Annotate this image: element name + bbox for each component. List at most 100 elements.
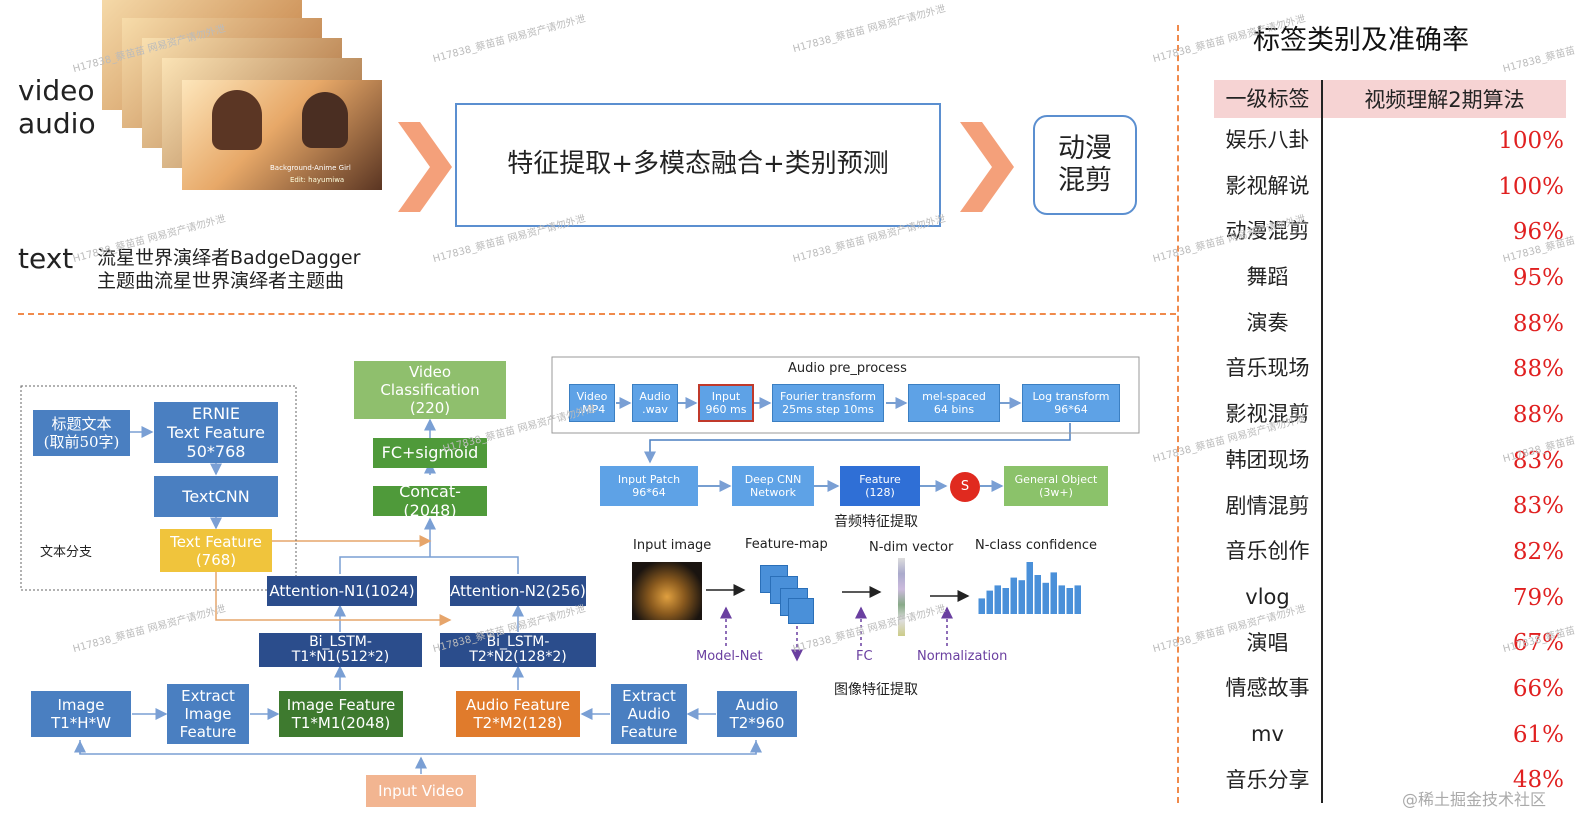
chevron-right-icon xyxy=(398,122,452,212)
row-value: 48% xyxy=(1512,767,1564,794)
attention-n1-node: Attention-N1(1024) xyxy=(267,576,417,606)
table-row: 音乐分享 48% xyxy=(1214,757,1566,804)
row-value: 88% xyxy=(1512,401,1564,428)
audio-line-1: Audio xyxy=(735,696,779,714)
histogram-bar xyxy=(1058,585,1065,614)
audio-step-line: mel-spaced xyxy=(922,389,986,403)
histogram-bar xyxy=(1010,577,1017,614)
audio-node: Audio T2*960 xyxy=(717,691,797,737)
vertical-divider xyxy=(1177,25,1179,803)
audio-feature-line-1: Audio Feature xyxy=(465,696,571,714)
row-label: 剧情混剪 xyxy=(1214,483,1323,530)
audio-step-1: Video.MP4 xyxy=(569,384,615,422)
row-value: 88% xyxy=(1512,356,1564,383)
histogram-bar xyxy=(994,585,1001,614)
row-label: vlog xyxy=(1214,574,1323,621)
result-line-1: 动漫 xyxy=(1058,132,1112,164)
row-label: 舞蹈 xyxy=(1214,255,1323,301)
histogram-bar xyxy=(978,598,985,614)
audio-stage-line: General Object xyxy=(1014,472,1098,486)
audio-stage-line: Input Patch xyxy=(617,472,681,486)
ernie-node: ERNIE Text Feature 50*768 xyxy=(154,402,278,463)
audio-stage-3: Feature(128) xyxy=(840,466,920,506)
process-box: 特征提取+多模态融合+类别预测 xyxy=(455,103,941,227)
text-branch-label: 文本分支 xyxy=(40,545,93,560)
title-text-line-2: (取前50字) xyxy=(43,433,120,451)
video-label: video xyxy=(18,74,95,107)
extract-audio-line-1: Extract xyxy=(622,687,676,705)
extract-audio-line-2: Audio xyxy=(627,705,671,723)
text-feature-line-1: Text Feature xyxy=(170,532,262,551)
histogram-bar xyxy=(986,590,993,614)
image-feature-line-2: T1*M1(2048) xyxy=(291,714,391,732)
audio-step-2: Audio.wav xyxy=(632,384,678,422)
horizontal-divider xyxy=(18,313,1176,315)
row-label: 情感故事 xyxy=(1214,666,1323,712)
audio-step-line: Audio xyxy=(639,389,671,403)
audio-step-line: Log transform xyxy=(1032,389,1110,403)
audio-stage-line: (128) xyxy=(865,486,895,499)
row-label: 影视混剪 xyxy=(1214,392,1323,438)
ernie-line-1: ERNIE xyxy=(191,403,241,423)
row-value: 100% xyxy=(1498,173,1564,200)
row-value: 83% xyxy=(1512,447,1564,474)
audio-stage-line: Deep CNN xyxy=(744,472,802,486)
text-feature-line-2: (768) xyxy=(195,550,237,569)
n-class-confidence-label: N-class confidence xyxy=(975,538,1097,553)
ernie-line-2: Text Feature xyxy=(167,422,265,442)
audio-step-line: .wav xyxy=(642,403,668,416)
frame-caption-2: Edit: hayumiwa xyxy=(290,176,345,184)
audio-step-line: .MP4 xyxy=(578,403,606,416)
extract-image-line-1: Extract xyxy=(181,687,235,705)
n-dim-vector-bar xyxy=(898,558,905,636)
audio-stage-5: General Object(3w+) xyxy=(1004,466,1108,506)
input-text-line-1: 流星世界演绎者BadgeDagger xyxy=(97,247,361,269)
normalization-label: Normalization xyxy=(917,649,1008,664)
input-image-label: Input image xyxy=(633,538,712,553)
video-cls-line-2: Classification xyxy=(380,381,480,399)
row-value: 82% xyxy=(1512,539,1564,566)
row-label: 音乐现场 xyxy=(1214,346,1323,393)
row-label: 音乐分享 xyxy=(1214,757,1323,804)
image-feature-line-1: Image Feature xyxy=(286,696,396,714)
audio-stage-line: Feature xyxy=(859,472,901,486)
row-label: 娱乐八卦 xyxy=(1214,118,1323,164)
table-row: 演奏 88% xyxy=(1214,300,1566,347)
input-text-line-2: 主题曲流星世界演绎者主题曲 xyxy=(97,270,345,292)
footer-watermark: @稀土掘金技术社区 xyxy=(1402,790,1547,809)
image-line-2: T1*H*W xyxy=(51,714,111,732)
softmax-node: S xyxy=(950,472,980,502)
bilstm1-line-2: T1*N1(512*2) xyxy=(291,649,390,665)
audio-step-line: 64 bins xyxy=(933,403,975,416)
bilstm2-node: Bi_LSTM- T2*N2(128*2) xyxy=(440,633,596,667)
audio-step-line: 96*64 xyxy=(1054,403,1088,416)
video-cls-line-3: (220) xyxy=(409,399,451,417)
extract-audio-line-3: Feature xyxy=(620,723,678,741)
audio-feature-line-2: T2*M2(128) xyxy=(473,714,563,732)
row-value: 88% xyxy=(1512,310,1564,337)
image-feature-node: Image Feature T1*M1(2048) xyxy=(279,691,403,737)
bilstm1-node: Bi_LSTM- T1*N1(512*2) xyxy=(259,633,422,667)
result-box: 动漫 混剪 xyxy=(1033,115,1137,215)
audio-step-line: Video xyxy=(576,389,608,403)
video-classification-node: Video Classification (220) xyxy=(354,361,506,419)
image-node: Image T1*H*W xyxy=(31,691,131,737)
histogram-bar xyxy=(1034,575,1041,614)
extract-audio-node: Extract Audio Feature xyxy=(611,684,687,744)
extract-image-line-2: Image xyxy=(184,705,232,723)
row-label: 演奏 xyxy=(1214,300,1323,347)
row-value: 100% xyxy=(1498,127,1564,154)
frame-caption-1: Background-Anime Girl xyxy=(270,164,351,172)
row-value: 67% xyxy=(1512,630,1564,657)
